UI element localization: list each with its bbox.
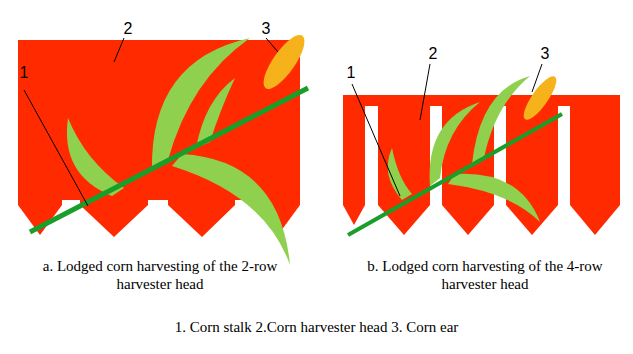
callout-number: 3 xyxy=(537,45,553,63)
callout-number: 2 xyxy=(425,45,441,63)
subfigure-caption: a. Lodged corn harvesting of the 2-row h… xyxy=(20,257,300,293)
harvester-head xyxy=(343,95,620,235)
figure-key: 1. Corn stalk 2.Corn harvester head 3. C… xyxy=(60,318,573,336)
corn-plant xyxy=(348,72,562,235)
callout-number: 1 xyxy=(16,64,32,82)
leader-lines xyxy=(352,64,542,196)
leader-lines xyxy=(24,38,278,206)
corn-plant xyxy=(30,29,311,265)
callout-number: 1 xyxy=(343,64,359,82)
callout-number: 2 xyxy=(120,20,136,38)
callout-number: 3 xyxy=(258,20,274,38)
subfigure-caption: b. Lodged corn harvesting of the 4-row h… xyxy=(345,257,625,293)
